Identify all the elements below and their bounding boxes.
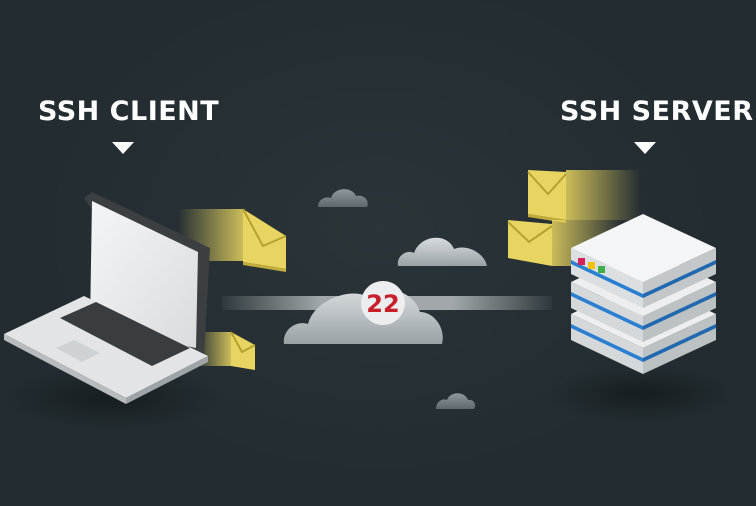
- server-stack-icon: [546, 214, 738, 424]
- server-led-red: [578, 258, 585, 265]
- cloud-icon: [436, 393, 476, 409]
- server-led-yellow: [588, 262, 595, 269]
- envelope-icon: [507, 220, 553, 266]
- cloud-icon: [318, 189, 368, 207]
- laptop-icon: [2, 192, 222, 432]
- client-pointer-icon: [112, 142, 134, 154]
- port-badge: [361, 281, 405, 325]
- port-number: 22: [366, 290, 399, 318]
- packet-trail: [566, 170, 640, 220]
- client-title: SSH CLIENT: [38, 96, 220, 127]
- server-title: SSH SERVER: [560, 96, 754, 127]
- server-unit: [571, 214, 716, 282]
- cloud-icon: [397, 237, 487, 266]
- envelope-icon: [527, 170, 567, 223]
- envelope-icon: [242, 208, 287, 272]
- envelope-icon: [230, 331, 256, 370]
- server-led-green: [598, 266, 605, 273]
- server-pointer-icon: [634, 142, 656, 154]
